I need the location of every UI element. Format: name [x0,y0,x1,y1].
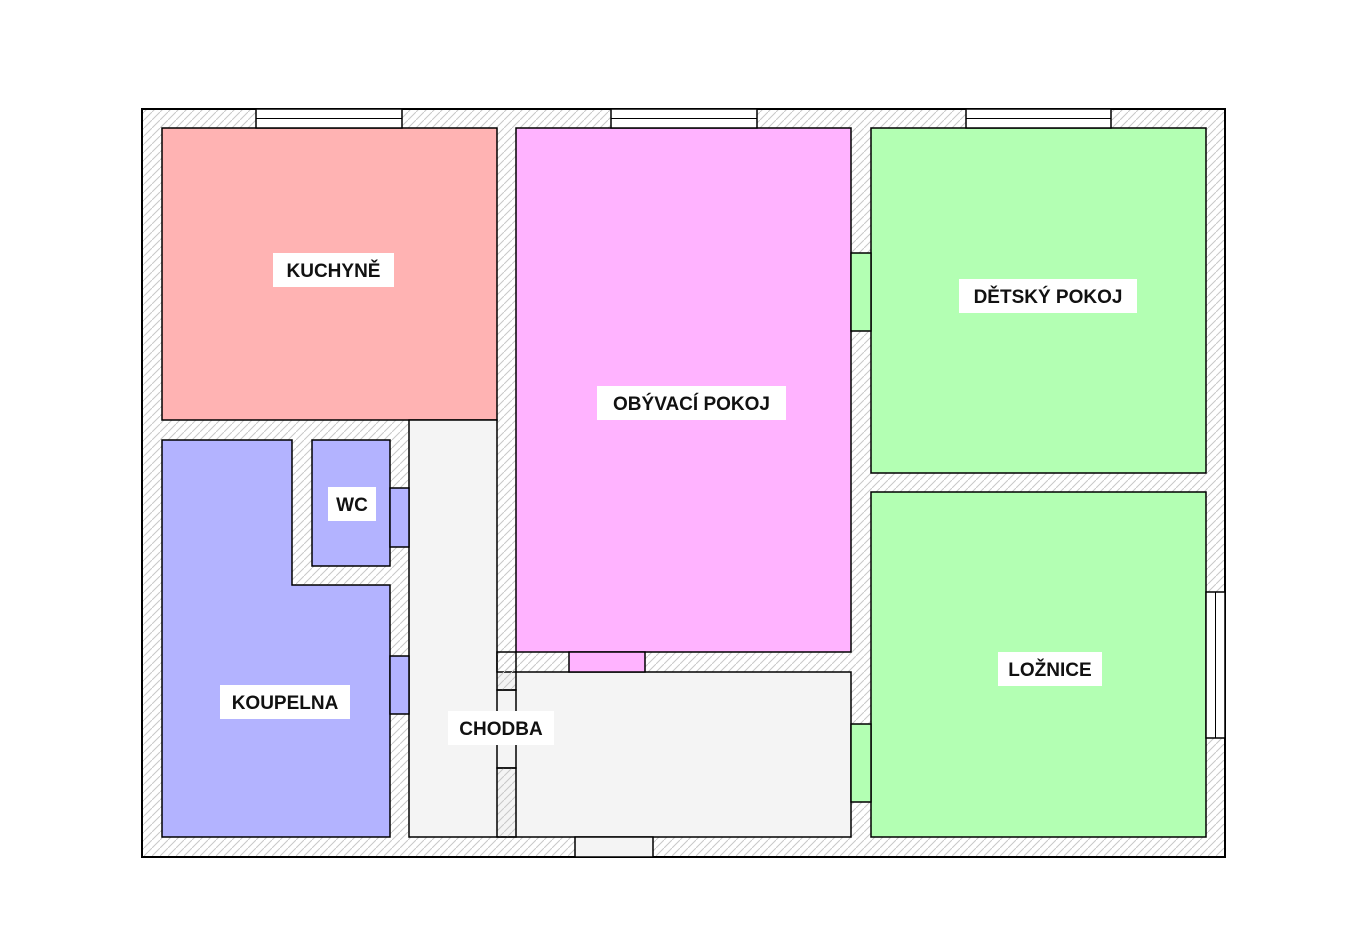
window-kids [965,108,1112,129]
label-kitchen: KUCHYNĚ [273,253,394,287]
door-bathroom [389,655,410,715]
label-bathroom: KOUPELNA [220,685,350,719]
svg-text:KUCHYNĚ: KUCHYNĚ [287,260,381,282]
label-kids: DĚTSKÝ POKOJ [959,279,1137,313]
door-bedroom [850,723,872,803]
window-bedroom [1205,591,1226,739]
door-wc [389,487,410,548]
label-bedroom: LOŽNICE [998,652,1102,686]
label-living: OBÝVACÍ POKOJ [597,386,786,420]
room-bathroom [161,439,391,838]
svg-text:KOUPELNA: KOUPELNA [232,693,339,714]
label-hall: CHODBA [448,711,554,745]
window-kitchen [255,108,403,129]
label-wc: WC [328,487,376,521]
door-living-hall [568,651,646,673]
svg-text:CHODBA: CHODBA [459,719,543,740]
hall-wall-lower [496,767,517,838]
window-living [610,108,758,129]
hall-wall-upper [496,651,517,691]
svg-text:WC: WC [336,495,368,516]
svg-text:DĚTSKÝ POKOJ: DĚTSKÝ POKOJ [974,286,1123,308]
door-kids [850,252,872,332]
svg-text:OBÝVACÍ POKOJ: OBÝVACÍ POKOJ [613,393,770,415]
door-entrance [574,836,654,858]
svg-text:LOŽNICE: LOŽNICE [1008,659,1091,681]
